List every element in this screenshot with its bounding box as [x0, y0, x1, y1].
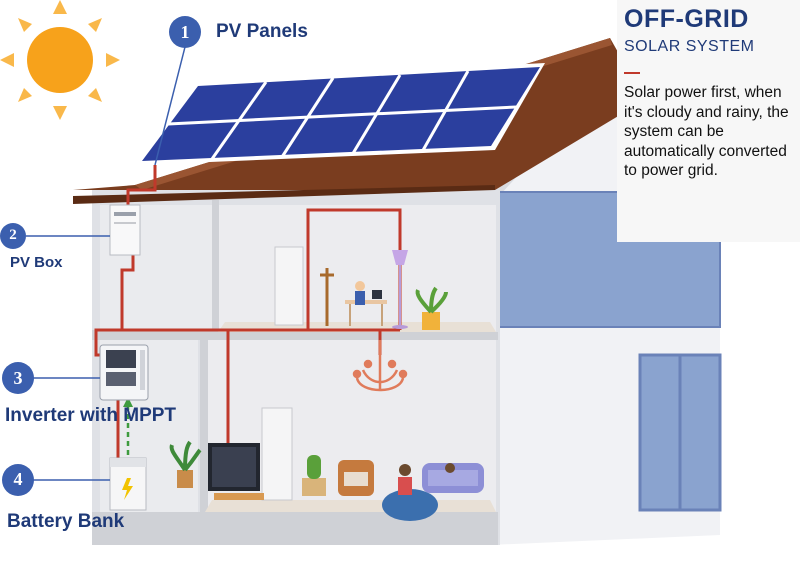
door-icon	[274, 246, 304, 326]
badge-number: 2	[9, 227, 17, 243]
plant-icon	[302, 455, 326, 496]
plant-icon	[415, 286, 448, 330]
info-panel	[617, 0, 800, 242]
battery-bank-label: Battery Bank	[7, 511, 125, 532]
sofa-icon	[338, 460, 484, 521]
pv-panels-label: PV Panels	[216, 21, 308, 42]
badge-2	[0, 223, 26, 249]
badge-number: 4	[13, 469, 23, 489]
badge-number: 1	[180, 22, 190, 42]
battery-icon	[109, 457, 147, 511]
inverter-label: Inverter with MPPT	[5, 405, 177, 426]
info-divider	[624, 72, 640, 74]
badge-3	[2, 362, 34, 394]
charge-flow-arrow	[123, 397, 133, 455]
info-title: OFF-GRID	[624, 5, 749, 33]
badge-1	[169, 16, 201, 48]
desk-scene	[320, 268, 387, 326]
pv-box-icon	[109, 204, 141, 256]
callout-line	[26, 46, 186, 481]
door-icon	[261, 407, 293, 501]
plant-icon	[169, 440, 202, 488]
inverter-icon	[99, 344, 149, 401]
badge-4	[2, 464, 34, 496]
floor-lamp-icon	[392, 250, 408, 329]
solar-panel-icon	[138, 63, 545, 165]
info-description: Solar power first, when it's cloudy and …	[624, 84, 789, 179]
upper-right-room	[218, 205, 496, 332]
info-subtitle: SOLAR SYSTEM	[624, 38, 755, 55]
sun-icon	[0, 0, 120, 120]
pv-box-label: PV Box	[10, 254, 63, 271]
badge-number: 3	[13, 368, 23, 388]
tv-icon	[208, 443, 264, 500]
chandelier-icon	[352, 340, 408, 392]
